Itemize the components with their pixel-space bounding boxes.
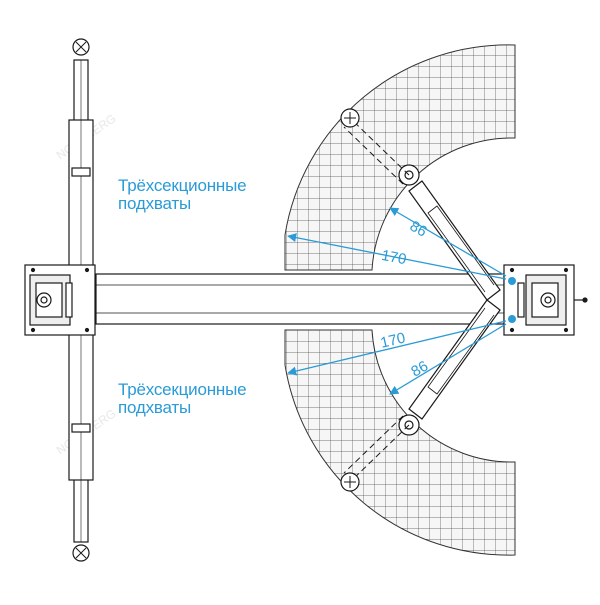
left-post-base bbox=[24, 264, 96, 336]
swing-zone-lower bbox=[284, 329, 516, 556]
dim-line-lower-short bbox=[389, 323, 507, 395]
label-top-line2: подхваты bbox=[118, 194, 192, 213]
dim-label-upper-short: 86 bbox=[407, 218, 430, 241]
dim-line-upper-long bbox=[287, 233, 507, 280]
dim-line-upper-short bbox=[389, 207, 507, 277]
lower-arm bbox=[340, 299, 516, 492]
dim-label-upper-long: 170 bbox=[380, 247, 408, 268]
label-top-line1: Трёхсекционные bbox=[118, 176, 247, 195]
main-beam bbox=[95, 273, 505, 325]
dimension-labels: 86 170 170 86 bbox=[379, 218, 431, 381]
three-section-adapters-label-bottom: Трёхсекционные подхваты bbox=[118, 380, 247, 417]
swing-zone-upper bbox=[284, 44, 516, 271]
label-bottom-line2: подхваты bbox=[118, 398, 192, 417]
right-post-base bbox=[503, 264, 588, 336]
label-bottom-line1: Трёхсекционные bbox=[118, 380, 247, 399]
dim-label-lower-long: 170 bbox=[379, 330, 407, 352]
upper-arm bbox=[340, 108, 516, 301]
dim-label-lower-short: 86 bbox=[408, 358, 431, 381]
dim-line-lower-long bbox=[287, 320, 507, 376]
dimension-arrows bbox=[287, 207, 507, 395]
three-section-adapters-label-top: Трёхсекционные подхваты bbox=[118, 176, 247, 213]
